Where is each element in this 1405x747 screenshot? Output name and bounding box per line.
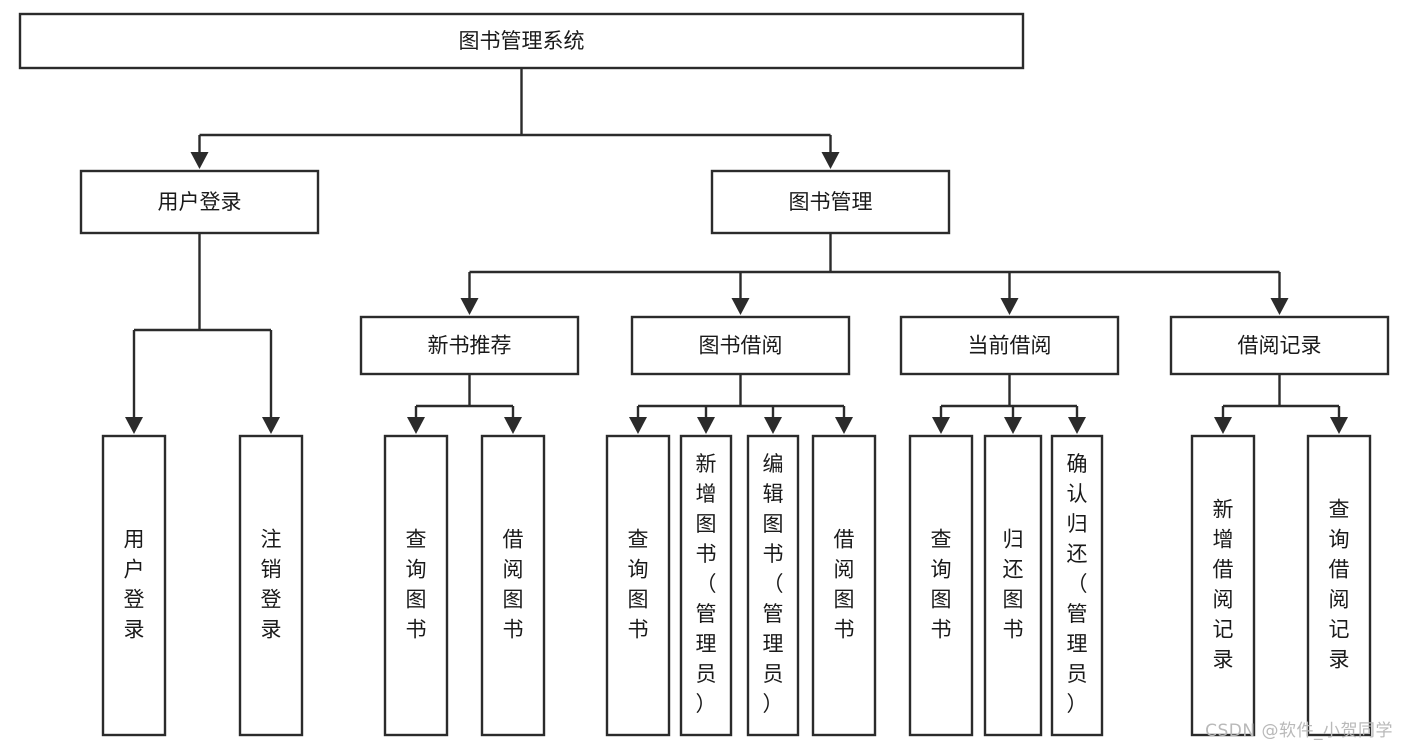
arrow-head-icon — [460, 298, 479, 315]
node-label-new-book-recommend: 新书推荐 — [428, 334, 512, 358]
node-label-leaf-query-book-recommend: 查询图书 — [406, 528, 427, 642]
arrow-head-icon — [1330, 417, 1348, 434]
arrow-head-icon — [764, 417, 782, 434]
connector-group-current-borrow — [932, 374, 1086, 434]
node-box-leaf-query-book-current[interactable] — [908, 434, 974, 737]
node-label-book-management: 图书管理 — [789, 190, 873, 214]
arrow-head-icon — [407, 417, 425, 434]
node-leaf-edit-book-admin[interactable]: 编辑图书（管理员） — [746, 434, 800, 737]
arrow-head-icon — [262, 417, 280, 434]
arrow-head-icon — [125, 417, 143, 434]
arrow-head-icon — [504, 417, 522, 434]
connector-group-book-management — [460, 233, 1289, 315]
node-box-leaf-add-book-admin[interactable] — [679, 434, 733, 737]
node-box-leaf-query-borrow-record[interactable] — [1306, 434, 1372, 737]
node-box-new-book-recommend[interactable] — [359, 315, 580, 376]
node-leaf-borrow-book[interactable]: 借阅图书 — [811, 434, 877, 737]
arrow-head-icon — [629, 417, 647, 434]
node-box-leaf-confirm-return-admin[interactable] — [1050, 434, 1104, 737]
connectors-layer — [125, 68, 1348, 434]
arrow-head-icon — [1000, 298, 1019, 315]
node-box-leaf-borrow-book-recommend[interactable] — [480, 434, 546, 737]
arrow-head-icon — [697, 417, 715, 434]
arrow-head-icon — [1068, 417, 1086, 434]
arrow-head-icon — [932, 417, 950, 434]
connector-group-new-book-recommend — [407, 374, 522, 434]
nodes-layer: 图书管理系统用户登录图书管理新书推荐图书借阅当前借阅借阅记录用户登录注销登录查询… — [18, 12, 1390, 737]
node-box-leaf-query-book-borrow[interactable] — [605, 434, 671, 737]
node-label-leaf-confirm-return-admin: 确认归还（管理员） — [1067, 452, 1088, 716]
node-label-book-borrow: 图书借阅 — [699, 334, 783, 358]
node-label-user-login: 用户登录 — [158, 190, 242, 214]
node-leaf-query-book-borrow[interactable]: 查询图书 — [605, 434, 671, 737]
node-book-management[interactable]: 图书管理 — [710, 169, 951, 235]
connector-group-borrow-record — [1214, 374, 1348, 434]
node-box-current-borrow[interactable] — [899, 315, 1120, 376]
node-leaf-user-login[interactable]: 用户登录 — [101, 434, 167, 737]
node-label-current-borrow: 当前借阅 — [968, 334, 1052, 358]
node-box-leaf-borrow-book[interactable] — [811, 434, 877, 737]
arrow-head-icon — [190, 152, 209, 169]
node-new-book-recommend[interactable]: 新书推荐 — [359, 315, 580, 376]
node-leaf-query-book-recommend[interactable]: 查询图书 — [383, 434, 449, 737]
node-label-leaf-user-logout: 注销登录 — [261, 528, 282, 642]
arrow-head-icon — [731, 298, 750, 315]
node-label-borrow-record: 借阅记录 — [1238, 334, 1322, 358]
node-label-leaf-user-login: 用户登录 — [124, 528, 145, 642]
node-leaf-add-book-admin[interactable]: 新增图书（管理员） — [679, 434, 733, 737]
node-label-leaf-query-book-borrow: 查询图书 — [628, 528, 649, 642]
node-box-borrow-record[interactable] — [1169, 315, 1390, 376]
arrow-head-icon — [1270, 298, 1289, 315]
node-leaf-confirm-return-admin[interactable]: 确认归还（管理员） — [1050, 434, 1104, 737]
node-user-login[interactable]: 用户登录 — [79, 169, 320, 235]
node-label-leaf-query-borrow-record: 查询借阅记录 — [1329, 498, 1350, 672]
node-box-leaf-user-logout[interactable] — [238, 434, 304, 737]
node-box-leaf-query-book-recommend[interactable] — [383, 434, 449, 737]
node-label-leaf-borrow-book-recommend: 借阅图书 — [503, 528, 524, 642]
node-box-leaf-edit-book-admin[interactable] — [746, 434, 800, 737]
connector-group-root — [190, 68, 840, 169]
arrow-head-icon — [1214, 417, 1232, 434]
node-label-root: 图书管理系统 — [459, 29, 585, 53]
node-label-leaf-edit-book-admin: 编辑图书（管理员） — [763, 452, 784, 716]
node-leaf-borrow-book-recommend[interactable]: 借阅图书 — [480, 434, 546, 737]
node-leaf-query-borrow-record[interactable]: 查询借阅记录 — [1306, 434, 1372, 737]
node-book-borrow[interactable]: 图书借阅 — [630, 315, 851, 376]
node-current-borrow[interactable]: 当前借阅 — [899, 315, 1120, 376]
csdn-watermark: CSDN @软件_小贺同学 — [1205, 721, 1393, 741]
node-leaf-return-book[interactable]: 归还图书 — [983, 434, 1043, 737]
node-box-book-borrow[interactable] — [630, 315, 851, 376]
connector-group-user-login — [125, 233, 280, 434]
arrow-head-icon — [1004, 417, 1022, 434]
node-leaf-add-borrow-record[interactable]: 新增借阅记录 — [1190, 434, 1256, 737]
node-root[interactable]: 图书管理系统 — [18, 12, 1025, 70]
node-leaf-user-logout[interactable]: 注销登录 — [238, 434, 304, 737]
node-label-leaf-query-book-current: 查询图书 — [931, 528, 952, 642]
node-box-book-management[interactable] — [710, 169, 951, 235]
node-box-leaf-add-borrow-record[interactable] — [1190, 434, 1256, 737]
node-label-leaf-borrow-book: 借阅图书 — [834, 528, 855, 642]
node-label-leaf-return-book: 归还图书 — [1003, 528, 1024, 642]
node-box-leaf-return-book[interactable] — [983, 434, 1043, 737]
node-label-leaf-add-book-admin: 新增图书（管理员） — [696, 452, 717, 716]
node-box-user-login[interactable] — [79, 169, 320, 235]
arrow-head-icon — [821, 152, 840, 169]
connector-group-book-borrow — [629, 374, 853, 434]
node-box-root[interactable] — [18, 12, 1025, 70]
node-label-leaf-add-borrow-record: 新增借阅记录 — [1213, 498, 1234, 672]
node-leaf-query-book-current[interactable]: 查询图书 — [908, 434, 974, 737]
node-borrow-record[interactable]: 借阅记录 — [1169, 315, 1390, 376]
node-box-leaf-user-login[interactable] — [101, 434, 167, 737]
arrow-head-icon — [835, 417, 853, 434]
